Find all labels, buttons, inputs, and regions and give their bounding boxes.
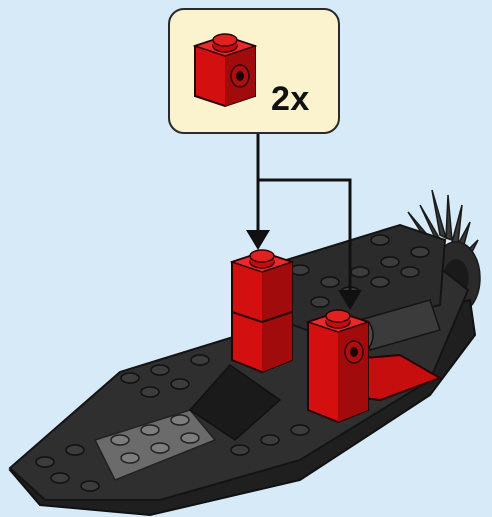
parts-callout: 2x [168,8,340,134]
placed-brick-right [308,310,368,422]
red-1x1-brick-with-side-stud-icon [190,28,260,108]
part-quantity-label: 2x [271,82,310,116]
arrow-to-left-brick [246,134,270,250]
placed-brick-left [232,250,292,372]
